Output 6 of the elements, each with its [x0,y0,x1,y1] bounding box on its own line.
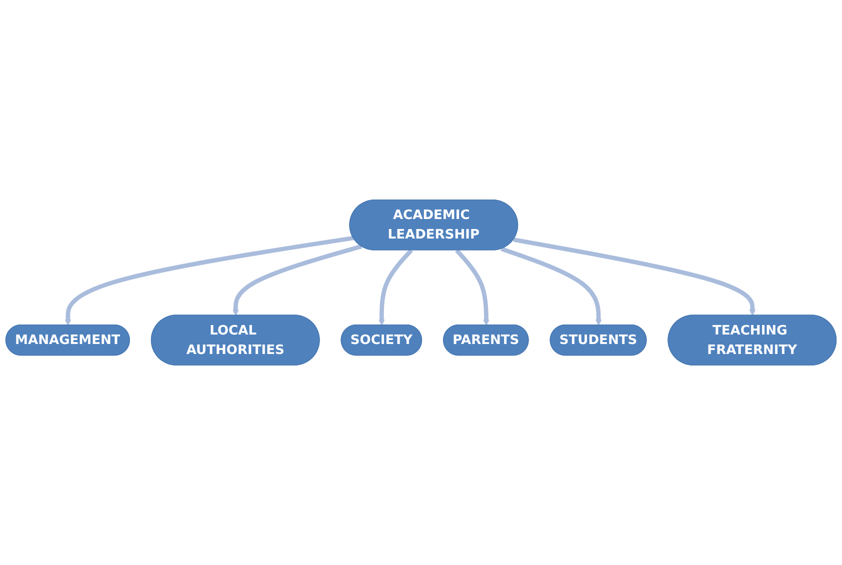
arrow [378,248,413,326]
arrow [64,236,354,326]
arrow [500,246,602,326]
arrow [232,244,362,316]
arrow [513,238,756,316]
arrow [455,248,490,326]
